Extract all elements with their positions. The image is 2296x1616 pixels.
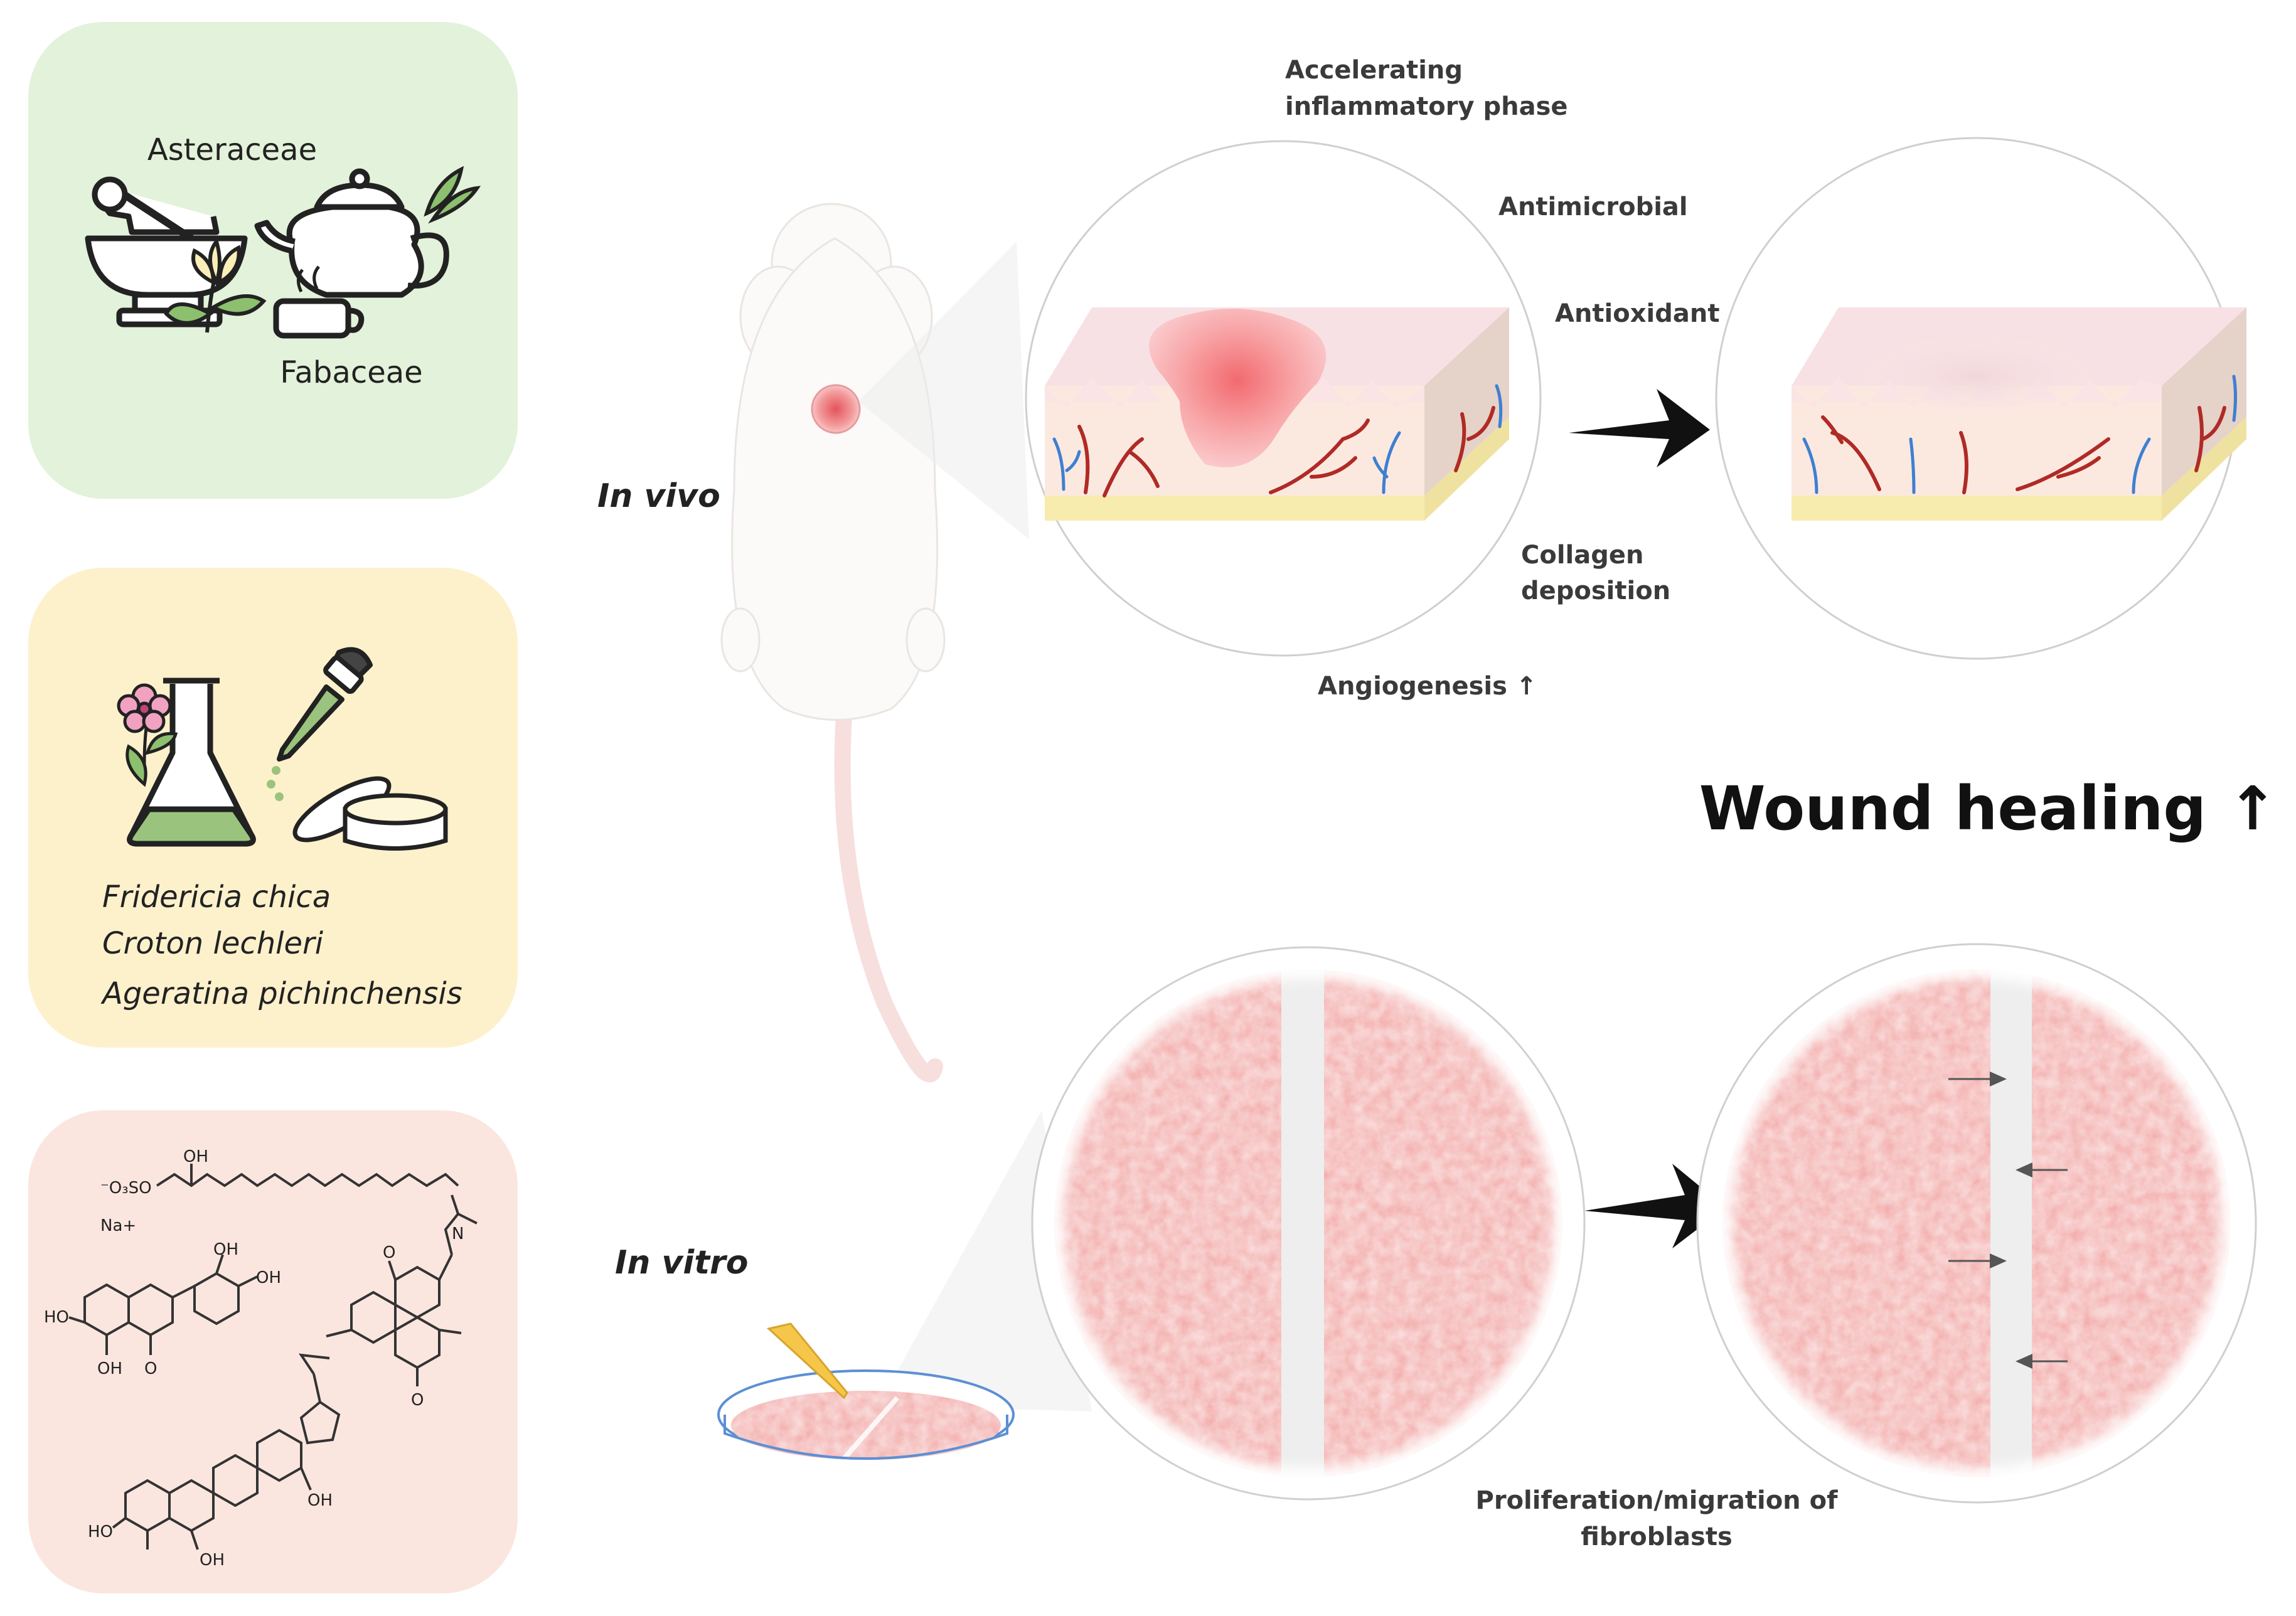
pipette-tip-icon xyxy=(766,1322,848,1400)
oh-label-2: OH xyxy=(213,1240,238,1259)
ho-label-1: HO xyxy=(44,1308,69,1327)
effect-antioxidant: Antioxidant xyxy=(1555,299,1719,328)
arrow-in-vitro xyxy=(1584,1164,1726,1248)
effect-inflammatory-line2: inflammatory phase xyxy=(1285,92,1568,121)
effect-inflammatory-line1: Accelerating xyxy=(1285,56,1463,85)
in-vivo-label: In vivo xyxy=(597,477,720,515)
zoom-cone-top xyxy=(858,242,1029,540)
arrow-in-vivo xyxy=(1569,389,1710,467)
families-panel xyxy=(28,22,518,499)
alkyl-chain xyxy=(156,1172,459,1188)
flower-icon xyxy=(164,237,267,333)
oh-label-5: OH xyxy=(307,1491,333,1510)
in-vitro-label: In vitro xyxy=(615,1244,748,1282)
wound-skin-block xyxy=(1045,307,1509,521)
petri-dish-icon xyxy=(717,1322,1015,1460)
ring-c xyxy=(127,1283,174,1337)
ring-i xyxy=(212,1454,259,1507)
mouse-wound xyxy=(811,384,861,434)
leaf-icon xyxy=(424,166,481,224)
healed-skin-block xyxy=(1791,307,2246,521)
migration-arrows xyxy=(1948,1071,2068,1369)
oh-label-3: OH xyxy=(256,1268,281,1287)
mouse-illustration xyxy=(720,203,946,1083)
species-name-2: Croton lechleri xyxy=(102,926,324,961)
wound-lesion xyxy=(1149,309,1327,467)
effect-collagen-line2: deposition xyxy=(1521,577,1670,605)
family-label-asteraceae: Asteraceae xyxy=(147,132,317,167)
flask-icon xyxy=(127,678,256,847)
o-label-2: O xyxy=(383,1243,395,1262)
sulfate-label: ⁻O₃SO xyxy=(100,1179,152,1198)
oh-label-6: OH xyxy=(200,1551,225,1570)
ointment-jar-icon xyxy=(292,776,448,851)
ring-h xyxy=(168,1479,215,1533)
scratch-gap-after xyxy=(1990,969,2032,1477)
scratch-gap-before xyxy=(1281,969,1324,1477)
effect-collagen-line1: Collagen xyxy=(1521,541,1644,570)
ring-f xyxy=(394,1316,441,1369)
effect-angiogenesis: Angiogenesis ↑ xyxy=(1318,672,1537,701)
effect-fibroblasts-line2: fibroblasts xyxy=(1581,1523,1733,1551)
ring-k xyxy=(299,1400,341,1445)
mouse-tail xyxy=(834,707,943,1083)
n-label: N xyxy=(452,1225,464,1243)
oh-label-1: OH xyxy=(183,1147,208,1166)
pink-flower-icon xyxy=(117,683,178,787)
oh-label-4: OH xyxy=(97,1359,122,1378)
family-label-fabaceae: Fabaceae xyxy=(280,355,422,390)
o-label-3: O xyxy=(411,1391,424,1410)
outcome-label: Wound healing ↑ xyxy=(1699,773,2278,844)
teapot-icon xyxy=(254,168,449,339)
dropper-icon xyxy=(277,647,373,762)
compounds-panel xyxy=(28,1110,518,1593)
effect-antimicrobial: Antimicrobial xyxy=(1498,193,1688,221)
effect-fibroblasts-line1: Proliferation/migration of xyxy=(1476,1486,1839,1515)
sodium-label: Na+ xyxy=(100,1216,136,1235)
o-label-1: O xyxy=(144,1359,157,1378)
droplets xyxy=(267,766,284,801)
species-name-1: Fridericia chica xyxy=(102,880,331,915)
species-name-3: Ageratina pichinchensis xyxy=(100,976,462,1011)
chemical-structures xyxy=(68,1164,478,1550)
chemical-labels: ⁻O₃SO OH Na+ OH OH HO OH O N O O OH HO O… xyxy=(44,1147,464,1570)
ho-label-2: HO xyxy=(88,1523,113,1541)
